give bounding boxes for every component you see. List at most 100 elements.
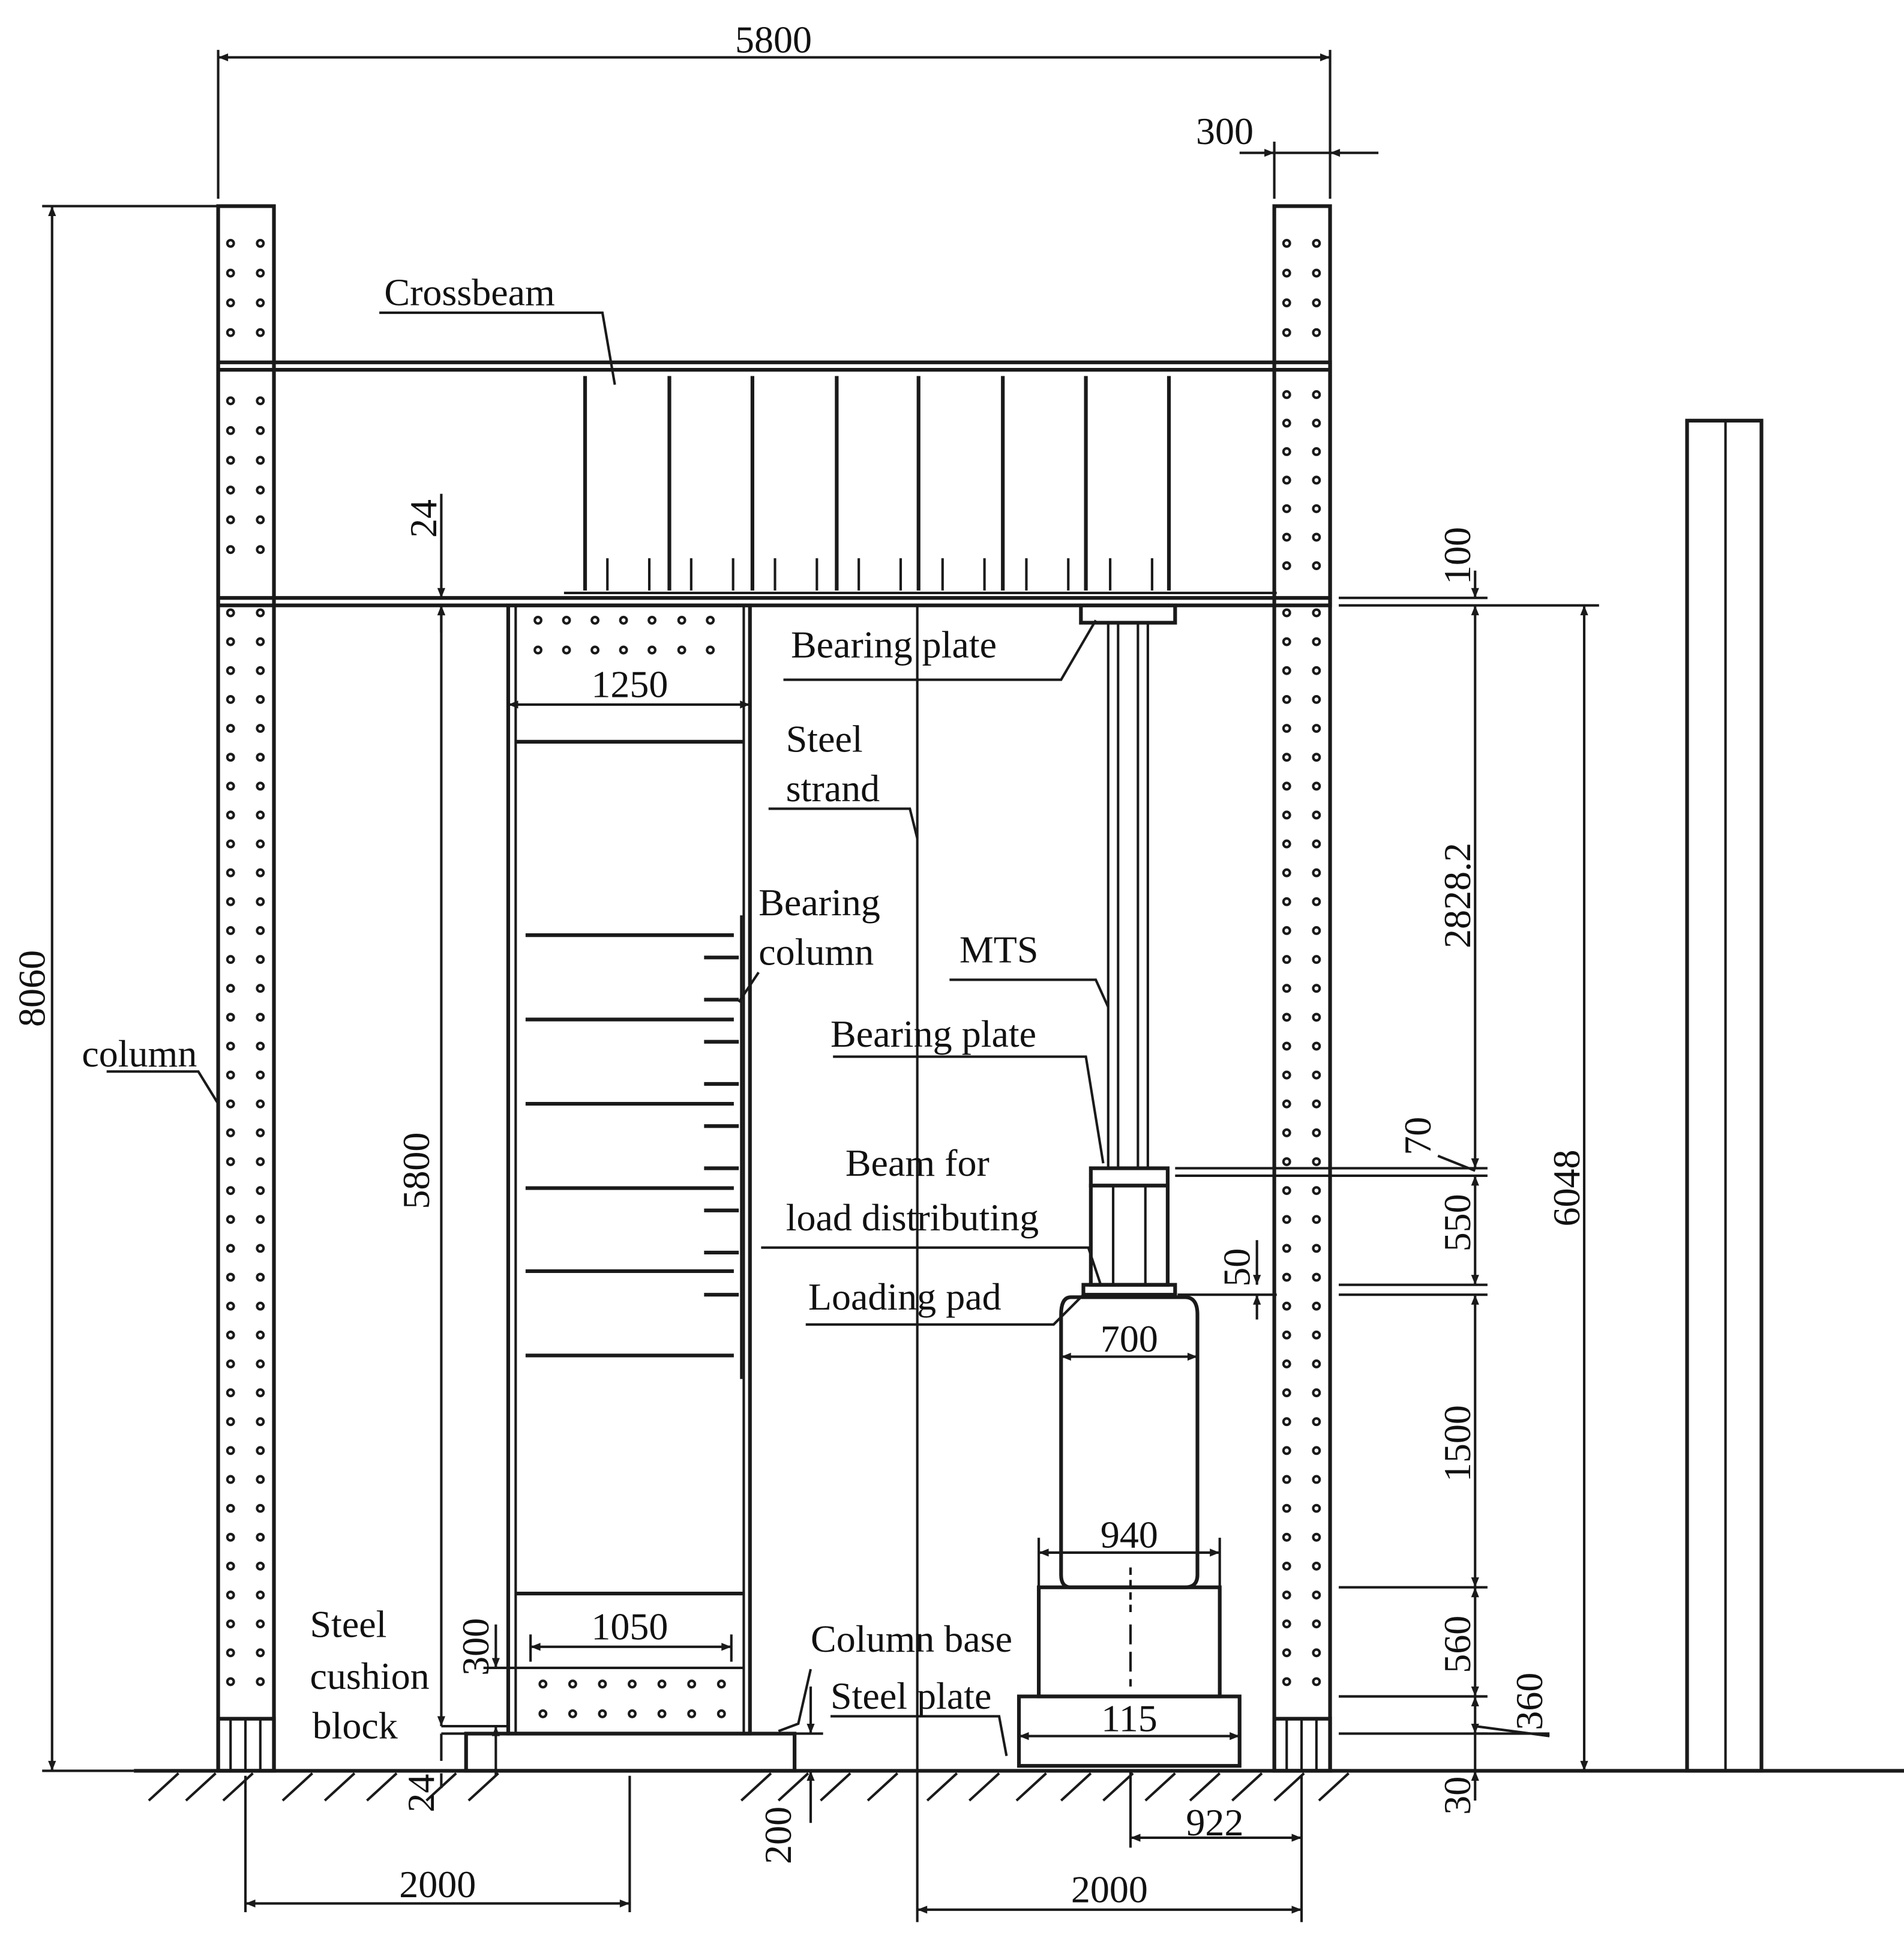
bolt-hole	[256, 1272, 265, 1282]
bolt-hole	[226, 694, 235, 704]
dim-360: 360	[1508, 1673, 1551, 1730]
dim-550: 550	[1436, 1194, 1479, 1251]
bolt-hole	[256, 1099, 265, 1109]
bolt-hole	[1312, 1648, 1321, 1658]
bolt-hole	[226, 1215, 235, 1224]
bolt-hole	[226, 1475, 235, 1484]
bolt-hole	[256, 666, 265, 675]
bolt-hole	[1282, 268, 1291, 278]
bolt-hole	[1282, 1388, 1291, 1398]
bolt-hole	[716, 1679, 726, 1689]
bolt-hole	[1312, 1070, 1321, 1080]
ground-hatch	[777, 1772, 809, 1802]
bolt-hole	[256, 1157, 265, 1166]
label-bearing-plate-top: Bearing plate	[791, 623, 997, 666]
bolt-hole	[226, 456, 235, 465]
bolt-hole	[1282, 1446, 1291, 1455]
bolt-hole	[1282, 447, 1291, 456]
bolt-hole	[1312, 926, 1321, 935]
bolt-hole	[1282, 984, 1291, 993]
column-base	[441, 1725, 797, 1773]
bolt-hole	[256, 328, 265, 337]
bolt-hole	[1312, 1157, 1321, 1166]
bolt-hole	[1282, 694, 1291, 704]
label-column-base: Column base	[811, 1618, 1012, 1660]
ground-hatch	[148, 1772, 179, 1802]
bolt-hole	[1282, 238, 1291, 248]
bolt-hole	[226, 426, 235, 435]
ground-hatch	[1318, 1772, 1350, 1802]
bolt-hole	[562, 645, 571, 655]
ground-hatch	[1189, 1772, 1221, 1802]
bolt-hole	[619, 615, 628, 625]
bolt-hole	[226, 268, 235, 278]
dim-922: 922	[1186, 1801, 1243, 1844]
bolt-hole	[1312, 1388, 1321, 1398]
bolt-hole	[1282, 897, 1291, 906]
bolt-hole	[256, 1619, 265, 1629]
label-steel-cushion-2: cushion	[310, 1655, 429, 1697]
bolt-hole	[568, 1709, 577, 1718]
bolt-hole	[1282, 1013, 1291, 1022]
bolt-hole	[256, 1561, 265, 1571]
bolt-hole	[256, 810, 265, 820]
dim-base-940: 940	[1101, 1514, 1158, 1556]
bolt-hole	[1312, 1215, 1321, 1224]
bolt-hole	[256, 608, 265, 618]
bolt-hole	[1312, 694, 1321, 704]
bolt-hole	[1282, 1041, 1291, 1051]
bolt-hole	[256, 1244, 265, 1253]
bolt-hole	[226, 545, 235, 555]
bolt-hole	[1312, 475, 1321, 485]
label-column: column	[82, 1032, 197, 1075]
bolt-hole	[716, 1709, 726, 1718]
bolt-hole	[256, 1446, 265, 1455]
bolt-hole	[226, 515, 235, 525]
dim-560: 560	[1436, 1616, 1479, 1673]
bolt-hole	[1312, 781, 1321, 791]
bolt-hole	[1282, 1330, 1291, 1340]
dim-left-2000: 2000	[399, 1863, 476, 1906]
label-bearing-plate-mid: Bearing plate	[830, 1013, 1036, 1055]
bolt-hole	[538, 1709, 548, 1718]
bolt-hole	[1312, 724, 1321, 733]
bolt-hole	[256, 1128, 265, 1137]
bolt-hole	[1312, 561, 1321, 570]
bolt-hole	[1282, 561, 1291, 570]
bolt-hole	[226, 486, 235, 495]
bolt-hole	[1282, 666, 1291, 675]
bearing-column	[506, 603, 752, 1736]
bolt-hole	[226, 666, 235, 675]
bolt-hole	[226, 637, 235, 646]
bolt-hole	[226, 1677, 235, 1687]
bolt-hole	[226, 608, 235, 618]
bolt-hole	[256, 1503, 265, 1513]
dim-gap-100: 100	[1436, 527, 1479, 585]
bolt-hole	[1282, 839, 1291, 849]
dim-200: 200	[757, 1807, 799, 1864]
bolt-hole	[1312, 1099, 1321, 1109]
dim-pad-700: 700	[1101, 1317, 1158, 1360]
ground-hatch	[969, 1772, 1000, 1802]
bolt-hole	[226, 753, 235, 762]
bolt-hole	[226, 1388, 235, 1398]
dim-right-2000: 2000	[1071, 1868, 1148, 1910]
dim-30: 30	[1436, 1777, 1479, 1815]
dim-right-total: 6048	[1545, 1150, 1588, 1227]
bolt-hole	[256, 268, 265, 278]
bolt-hole	[1282, 1244, 1291, 1253]
ground-hatch	[467, 1772, 499, 1802]
dim-overall-width: 5800	[735, 18, 812, 61]
bolt-hole	[1312, 1417, 1321, 1427]
bolt-hole	[226, 1590, 235, 1599]
bolt-hole	[226, 298, 235, 308]
bolt-hole	[226, 897, 235, 906]
bolt-hole	[1282, 868, 1291, 877]
bolt-hole	[226, 1561, 235, 1571]
bolt-hole	[226, 1532, 235, 1542]
ground-hatch	[1102, 1772, 1134, 1802]
ground-hatch	[1015, 1772, 1047, 1802]
bolt-hole	[1312, 1359, 1321, 1368]
bolt-hole	[1282, 608, 1291, 618]
bolt-hole	[226, 1186, 235, 1196]
